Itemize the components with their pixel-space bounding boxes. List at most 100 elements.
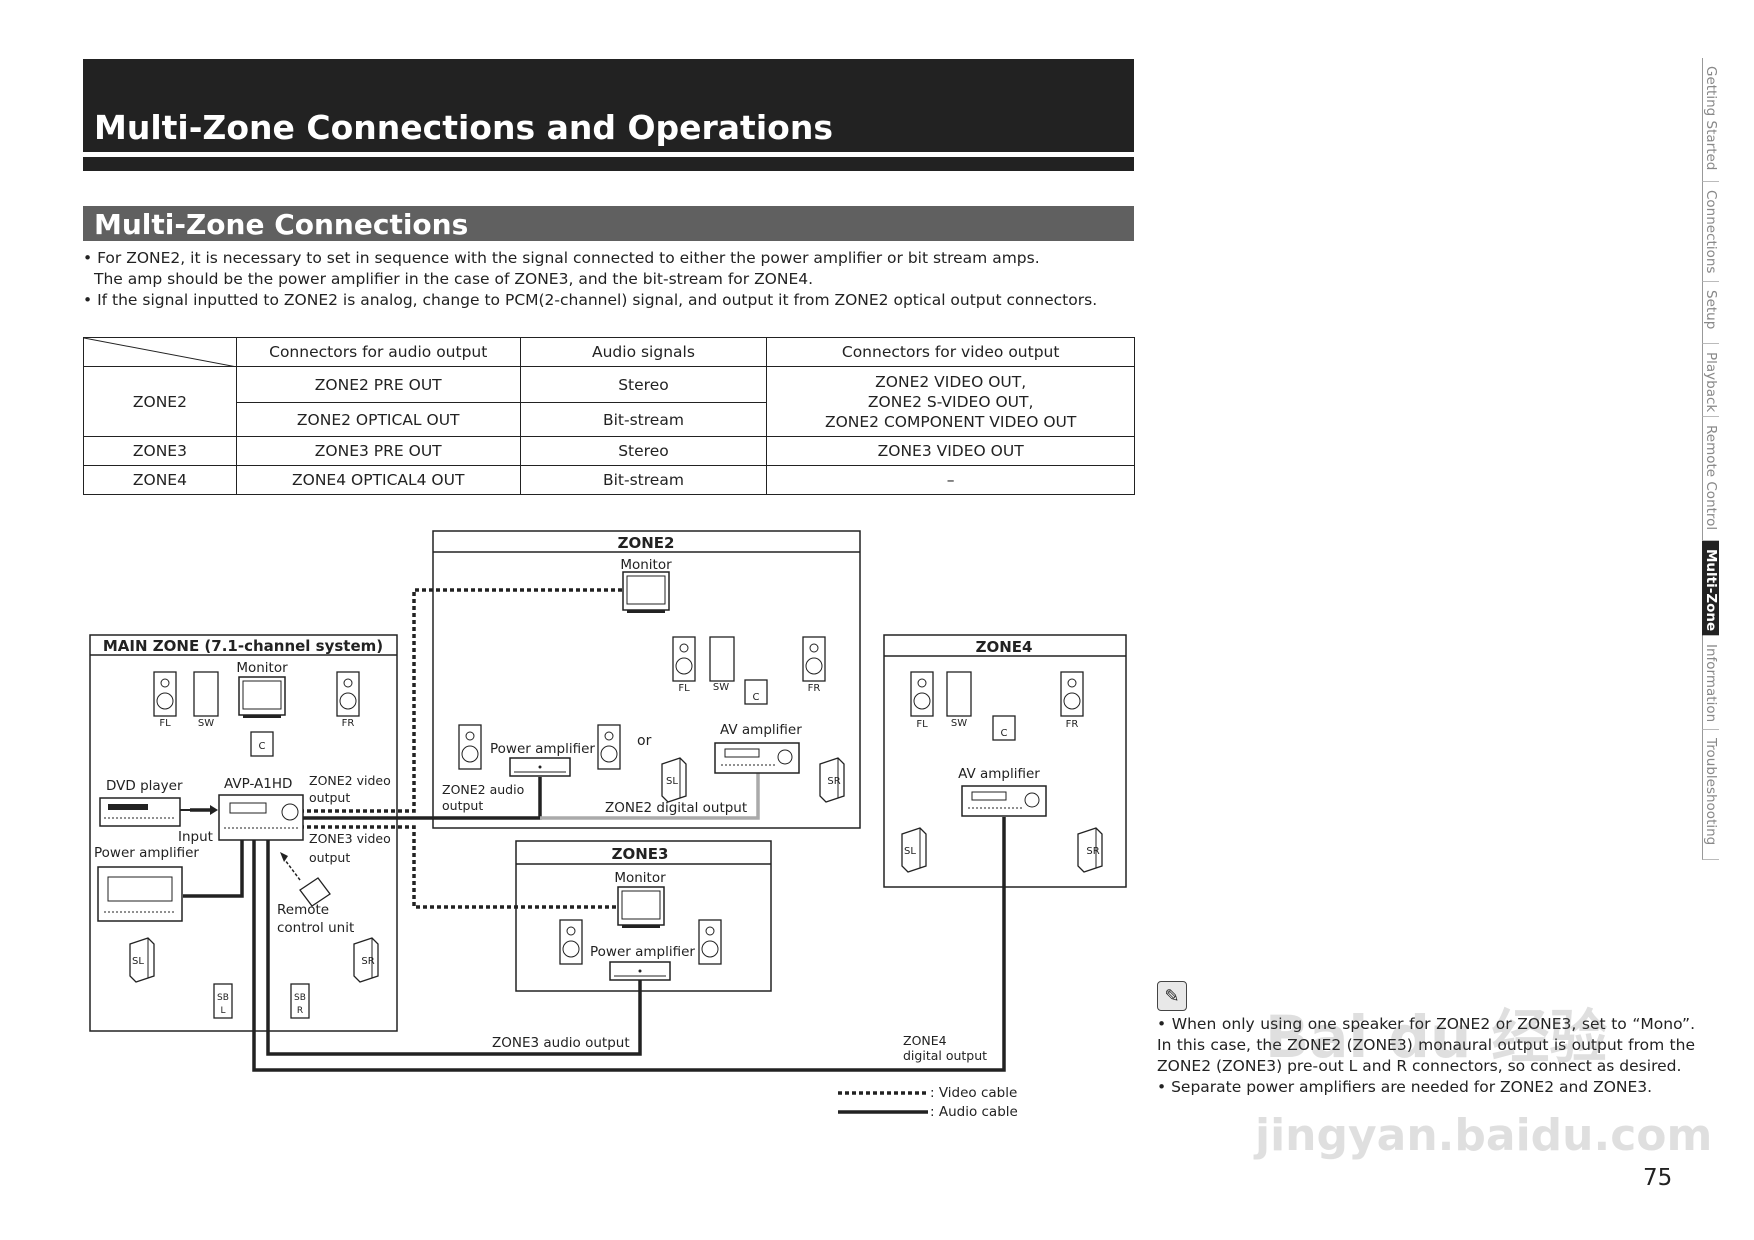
main-zone-speakers	[129, 671, 379, 1019]
zone3-power-amplifier-label: Power amplifier	[590, 944, 695, 960]
remote-label-2: control unit	[277, 920, 354, 936]
main-sl-label: SL	[132, 956, 144, 967]
zone4-digital-output-label: ZONE4	[903, 1033, 947, 1048]
zone2-av-amplifier-label: AV amplifier	[720, 722, 802, 738]
zone4-c-label: C	[1001, 728, 1008, 739]
table-header-video-connectors: Connectors for video output	[766, 337, 1135, 367]
zone2-power-amplifier-icon	[509, 757, 571, 777]
zone2-fr-label: FR	[808, 683, 821, 694]
table-cell: ZONE4 OPTICAL4 OUT	[235, 465, 521, 495]
zone4-digital-output-label-2: digital output	[903, 1048, 987, 1063]
video-cables	[300, 588, 622, 909]
zone3-audio-output-label: ZONE3 audio output	[492, 1035, 630, 1051]
main-monitor-label: Monitor	[236, 660, 288, 676]
zone2-c-label: C	[753, 692, 760, 703]
main-sbl-label: SB	[217, 993, 229, 1003]
table-cell: Bit-stream	[519, 465, 768, 495]
zone3-monitor-label: Monitor	[614, 870, 666, 886]
zone2-sr-label: SR	[827, 776, 840, 787]
zone2-monitor-label: Monitor	[620, 557, 672, 573]
table-zone-cell: ZONE3	[83, 436, 237, 466]
main-c-label: C	[259, 741, 266, 752]
table-cell: ZONE3 PRE OUT	[235, 436, 521, 466]
zone2-video-output-label-2: output	[309, 790, 350, 805]
table-header-audio-signals: Audio signals	[519, 337, 768, 367]
zone3-video-output-label: ZONE3 video	[309, 831, 391, 846]
section-title: Multi-Zone Connections	[94, 208, 469, 241]
zone4-av-amplifier-label: AV amplifier	[958, 766, 1040, 782]
note-1: • When only using one speaker for ZONE2 …	[1157, 1015, 1695, 1075]
page-title: Multi-Zone Connections and Operations	[94, 108, 833, 147]
zone4-sw-label: SW	[951, 718, 967, 729]
main-zone-title: MAIN ZONE (7.1-channel system)	[103, 637, 383, 655]
dvd-player-label: DVD player	[106, 778, 183, 794]
watermark-logo: Bai du 经验	[1265, 1003, 1608, 1071]
tab-playback[interactable]: Playback	[1702, 344, 1719, 417]
table-cell: Stereo	[519, 436, 768, 466]
zone4-fr-label: FR	[1066, 719, 1079, 730]
chapter-tabs: Getting Started Connections Setup Playba…	[1702, 58, 1754, 860]
page-number: 75	[1643, 1165, 1673, 1191]
zone4-sr-label: SR	[1086, 846, 1099, 857]
zone2-audio-output-label: ZONE2 audio	[442, 782, 524, 797]
pencil-icon: ✎	[1157, 981, 1187, 1011]
zone2-power-amplifier-label: Power amplifier	[490, 741, 595, 757]
remote-label: Remote	[277, 902, 329, 918]
avp-receiver-icon	[218, 794, 304, 841]
notes: • When only using one speaker for ZONE2 …	[1157, 1014, 1695, 1098]
zone4-fl-label: FL	[916, 719, 928, 730]
tab-multi-zone[interactable]: Multi-Zone	[1702, 541, 1719, 636]
bullet-1-continuation: The amp should be the power amplifier in…	[94, 270, 814, 288]
tab-connections[interactable]: Connections	[1702, 182, 1719, 282]
table-cell: ZONE2 OPTICAL OUT	[235, 402, 521, 437]
zone4-av-amplifier-icon	[961, 785, 1047, 817]
main-power-amplifier-label: Power amplifier	[94, 845, 199, 861]
main-sw-label: SW	[198, 718, 214, 729]
zone3-box	[515, 840, 772, 992]
table-corner-cell	[83, 337, 237, 367]
zone2-speakers	[458, 636, 845, 803]
bullet-1: • For ZONE2, it is necessary to set in s…	[83, 249, 1040, 267]
input-label: Input	[178, 829, 213, 845]
main-fl-label: FL	[159, 718, 171, 729]
title-underbar	[83, 157, 1134, 171]
zone3-video-output-label-2: output	[309, 850, 350, 865]
tab-setup[interactable]: Setup	[1702, 282, 1719, 344]
main-sbr-label: SB	[294, 993, 306, 1003]
zone2-digital-cable	[540, 770, 760, 820]
tab-information[interactable]: Information	[1702, 636, 1719, 730]
tab-remote-control[interactable]: Remote Control	[1702, 417, 1719, 541]
zone-connector-table: Connectors for audio output Audio signal…	[83, 337, 1135, 495]
main-sr-label: SR	[361, 956, 374, 967]
table-cell-line: ZONE2 VIDEO OUT,	[875, 372, 1027, 391]
zone2-fl-label: FL	[678, 683, 690, 694]
zone2-monitor-icon	[622, 571, 670, 614]
table-cell: Stereo	[519, 366, 768, 403]
avp-label: AVP-A1HD	[224, 776, 292, 792]
section-bar	[83, 206, 1134, 241]
zone3-monitor-icon	[617, 886, 665, 929]
main-sbr-label-2: R	[297, 1006, 303, 1016]
zone2-audio-output-label-2: output	[442, 798, 483, 813]
zone3-power-amplifier-icon	[609, 961, 671, 981]
table-cell: Bit-stream	[519, 402, 768, 437]
main-zone-box	[89, 634, 398, 1032]
bullet-2: • If the signal inputted to ZONE2 is ana…	[83, 291, 1098, 309]
audio-cables	[183, 777, 1006, 1072]
remote-control-icon	[280, 852, 331, 907]
legend-video-label: : Video cable	[930, 1085, 1017, 1101]
table-cell-line: ZONE2 COMPONENT VIDEO OUT	[824, 412, 1077, 431]
zone2-av-amplifier-icon	[714, 742, 800, 774]
dvd-player-icon	[99, 797, 181, 827]
title-banner	[83, 59, 1134, 152]
main-sbl-label-2: L	[220, 1006, 225, 1016]
zone2-box	[432, 530, 861, 829]
zone4-title: ZONE4	[976, 638, 1033, 656]
zone2-sl-label: SL	[666, 776, 678, 787]
table-cell: –	[766, 465, 1135, 495]
tab-getting-started[interactable]: Getting Started	[1702, 58, 1719, 182]
tab-troubleshooting[interactable]: Troubleshooting	[1702, 730, 1719, 860]
cable-legend: : Video cable : Audio cable	[838, 1085, 1018, 1120]
intro-bullets: • For ZONE2, it is necessary to set in s…	[83, 248, 1143, 311]
